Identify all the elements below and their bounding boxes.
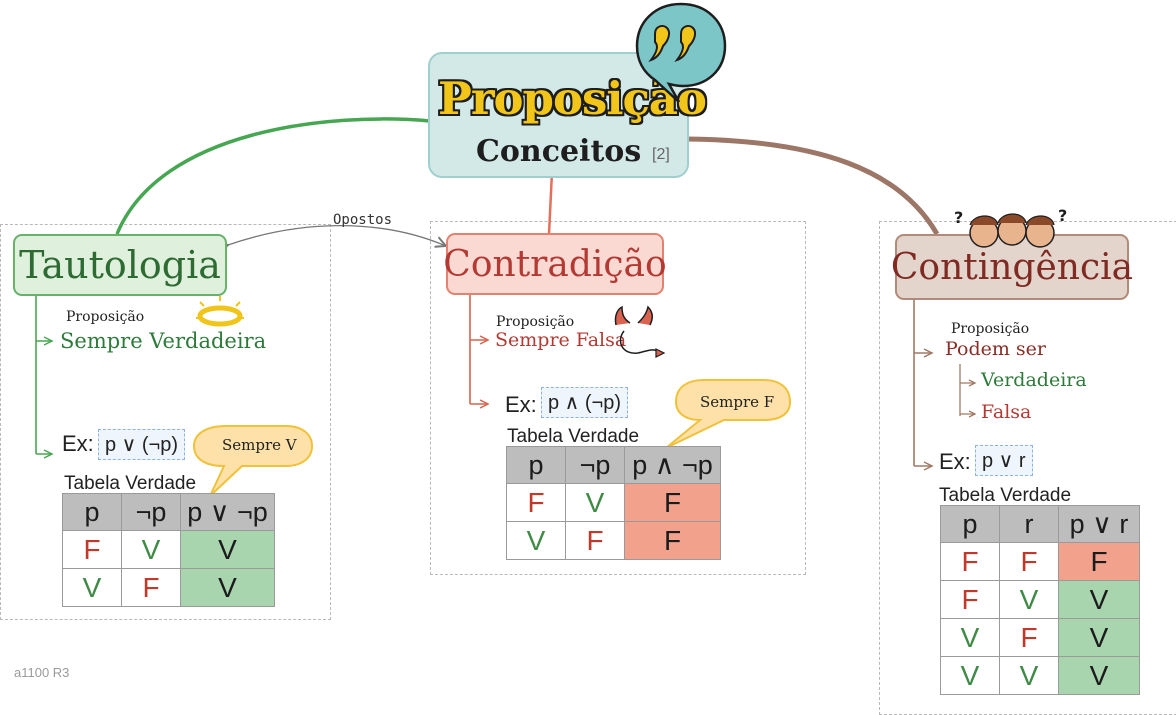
table-cell: F [1058,542,1140,581]
table-cell: F [121,568,181,607]
contradicao-table-title: Tabela Verdade [507,426,640,447]
footer-code: a1100 R3 [14,665,70,680]
table-cell: V [565,483,625,522]
table-cell: F [940,580,1000,619]
svg-text:?: ? [954,208,963,227]
table-cell: F [999,618,1059,657]
contingencia-table-title: Tabela Verdade [939,485,1072,506]
contingencia-prop-value: Podem ser [945,338,1046,360]
table-row: F V F [506,483,721,522]
table-header: p ∨ ¬p [180,493,275,531]
contradicao-ex-formula: p ∧ (¬p) [541,387,628,418]
table-cell: V [999,580,1059,619]
contingencia-option-true: Verdadeira [981,369,1087,391]
devil-horns-icon [614,305,666,358]
contradicao-section [430,221,806,575]
table-cell: V [180,530,275,569]
branch-contradicao [547,171,554,235]
tautologia-callout-text: Sempre V [222,436,297,454]
table-header: p ∨ r [1058,505,1140,543]
table-header: p ∧ ¬p [624,446,721,484]
contingencia-ex-formula: p ∨ r [975,445,1033,476]
table-row: V F V [940,618,1140,657]
confused-faces-icon: ? ? [954,206,1067,248]
contradicao-truth-table: p ¬p p ∧ ¬p F V F V F F [506,446,721,560]
table-cell: V [1058,618,1140,657]
branch-tautologia [115,117,431,235]
tautologia-ex-formula: p ∨ (¬p) [98,429,185,460]
contingencia-option-false: Falsa [981,401,1032,423]
table-row: F F F [940,542,1140,581]
table-cell: F [940,542,1000,581]
table-cell: V [940,656,1000,695]
tautologia-node[interactable]: Tautologia [13,234,227,296]
table-header: ¬p [121,493,181,531]
contradicao-ex-label: Ex: [505,392,537,417]
table-cell: V [1058,656,1140,695]
contradicao-callout [665,379,792,449]
contradicao-prop-value: Sempre Falsa [495,329,627,351]
table-row: V V V [940,656,1140,695]
table-cell: F [62,530,122,569]
table-cell: V [1058,580,1140,619]
tautologia-truth-table: p ¬p p ∨ ¬p F V V V F V [62,493,275,607]
reference-number: [2] [652,146,670,163]
contradicao-callout-text: Sempre F [700,393,775,411]
table-cell: F [506,483,566,522]
contingencia-node[interactable]: Contingência [891,234,1133,300]
table-cell: V [940,618,1000,657]
svg-text:?: ? [1058,206,1067,225]
table-row: F V V [940,580,1140,619]
quote-bubble-icon [635,2,727,103]
table-cell: V [62,568,122,607]
table-header: p [506,446,566,484]
opostos-arrow [228,224,446,246]
tautologia-section [0,224,331,620]
title-card: Proposição Conceitos [2] [428,52,707,178]
table-cell: F [624,521,721,560]
contradicao-node[interactable]: Contradição [443,233,667,295]
table-cell: F [565,521,625,560]
table-header: p [62,493,122,531]
contingencia-prop-label: Proposição [951,321,1030,337]
table-cell: F [999,542,1059,581]
tautologia-table-title: Tabela Verdade [64,473,197,494]
table-header: p [940,505,1000,543]
tautologia-callout [192,425,314,497]
tautologia-prop-value: Sempre Verdadeira [60,329,267,353]
table-row: F V V [62,530,275,569]
tautologia-prop-label: Proposição [66,309,145,325]
table-cell: V [121,530,181,569]
halo-icon [196,296,244,327]
table-row: V F F [506,521,721,560]
tautologia-ex-label: Ex: [62,431,94,456]
page-subtitle: Conceitos [476,134,642,169]
contingencia-ex-label: Ex: [939,449,971,474]
table-cell: V [180,568,275,607]
branch-contingencia [683,136,940,236]
table-header: ¬p [565,446,625,484]
opostos-label: Opostos [333,212,393,228]
table-header: r [999,505,1059,543]
contradicao-prop-label: Proposição [496,314,575,330]
table-row: V F V [62,568,275,607]
table-cell: F [624,483,721,522]
table-cell: V [999,656,1059,695]
contingencia-truth-table: p r p ∨ r F F F F V V V F V V V V [940,505,1140,695]
table-cell: V [506,521,566,560]
